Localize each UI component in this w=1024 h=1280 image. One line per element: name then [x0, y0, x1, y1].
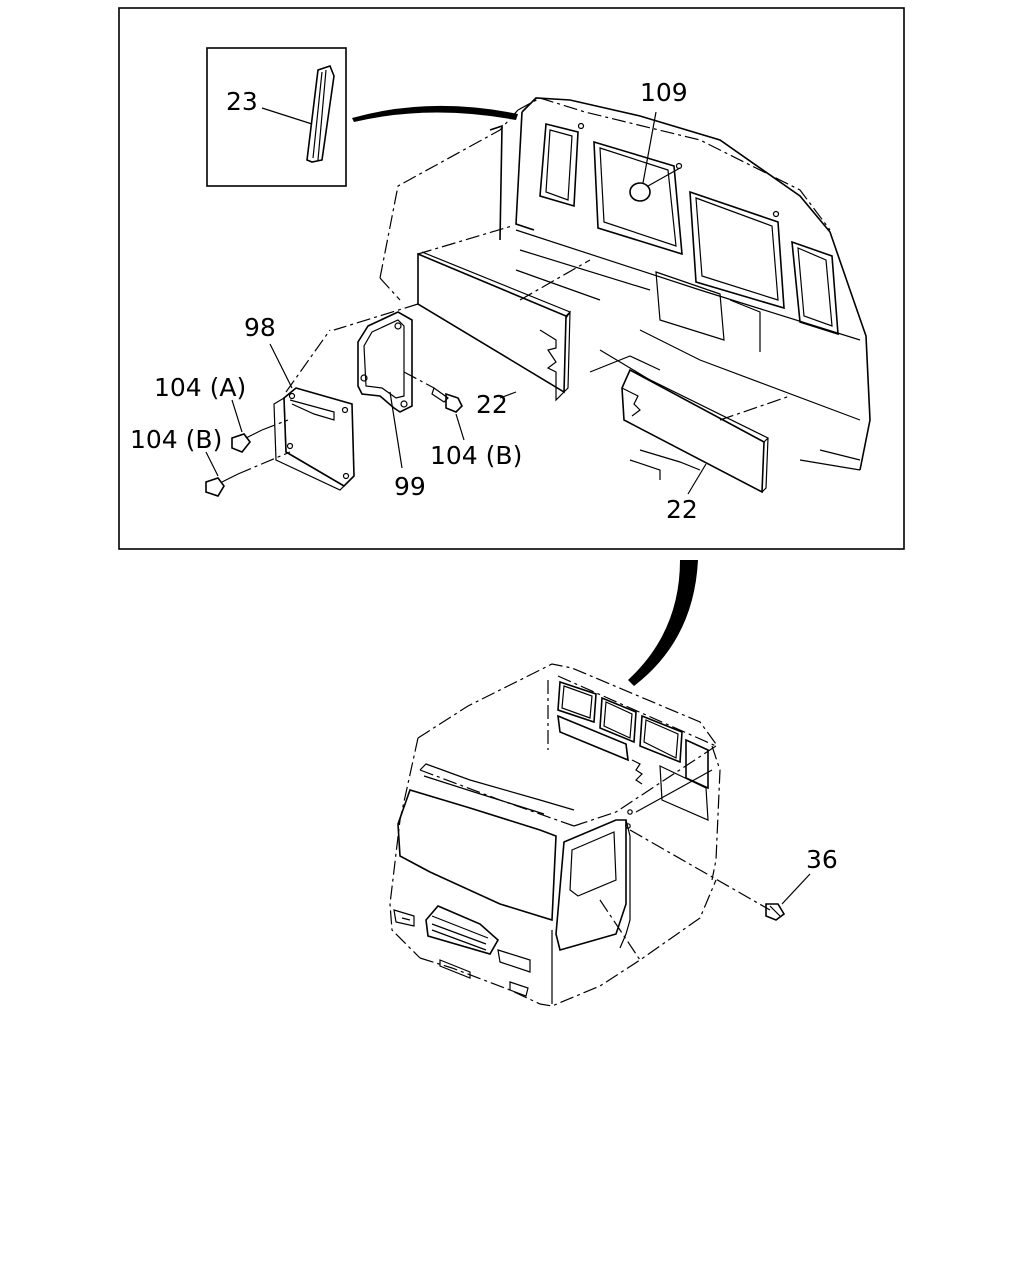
- part-23-inset-box: [206, 47, 347, 187]
- label-36: 36: [806, 845, 838, 874]
- label-109: 109: [640, 78, 688, 107]
- label-99: 99: [394, 472, 426, 501]
- part-99-bracket: [357, 311, 413, 413]
- leader-22-lower: [687, 463, 707, 495]
- assembly-line-22d: [719, 395, 791, 421]
- leader-104b-right: [455, 413, 465, 441]
- part-22-lower-panel: [621, 368, 770, 494]
- assembly-line-22c: [519, 259, 591, 301]
- assembly-line-104a: [261, 419, 289, 431]
- part-98-cover: [273, 387, 355, 491]
- label-22-upper: 22: [476, 390, 508, 419]
- part-23-seal-strip: [306, 65, 335, 163]
- part-104b-right-bolt: [431, 387, 463, 413]
- part-22-upper-panel: [417, 251, 571, 402]
- label-104b-right: 104 (B): [430, 441, 522, 470]
- callout-arrow-23: [352, 105, 518, 122]
- assembly-line-104b-right: [403, 371, 435, 389]
- assembly-line-22b: [333, 303, 419, 331]
- leader-104b-left: [205, 451, 219, 477]
- assembly-line-104b-left: [237, 451, 291, 475]
- part-36-clip: [765, 903, 786, 921]
- label-104b-left: 104 (B): [130, 425, 222, 454]
- truck-cab: [389, 663, 721, 1007]
- callout-arrow-main: [628, 560, 698, 686]
- assembly-line-98: [285, 329, 331, 393]
- label-98: 98: [244, 313, 276, 342]
- assembly-line-22a: [417, 225, 513, 255]
- part-109-plug: [629, 182, 651, 202]
- leader-98: [269, 343, 293, 389]
- label-22-lower: 22: [666, 495, 698, 524]
- label-104a: 104 (A): [154, 373, 246, 402]
- assembly-line-36: [629, 829, 771, 911]
- leader-22-upper: [499, 391, 517, 399]
- leader-99: [389, 391, 403, 469]
- rear-cab-wall: [379, 97, 871, 480]
- leader-109-extension: [647, 167, 681, 187]
- label-23: 23: [226, 87, 258, 116]
- leader-109: [642, 111, 657, 184]
- leader-36: [781, 873, 811, 905]
- part-104a-bolt: [231, 429, 263, 453]
- leader-104a: [231, 399, 243, 433]
- part-104b-left-bolt: [205, 473, 239, 497]
- leader-23: [261, 107, 313, 125]
- detail-frame: [118, 7, 905, 550]
